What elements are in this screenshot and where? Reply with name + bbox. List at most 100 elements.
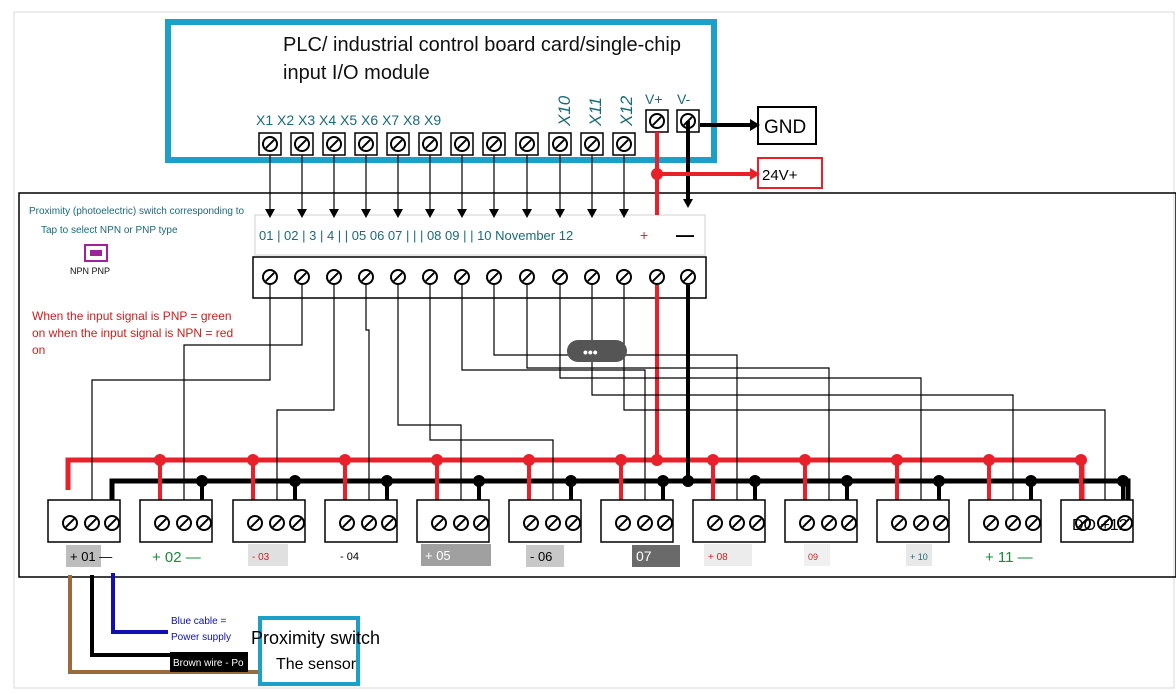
plc-to-board-arrow-3 bbox=[329, 209, 339, 218]
channel-5-label-bg bbox=[421, 544, 491, 566]
v24-arrow bbox=[750, 168, 760, 180]
signal-note-line3: on bbox=[32, 343, 45, 357]
channel-11-screw-1-slot bbox=[986, 518, 996, 528]
signal-wire-9 bbox=[526, 285, 830, 505]
wires bbox=[65, 119, 1131, 520]
sensor-label: The sensor bbox=[276, 656, 357, 673]
gnd-label: GND bbox=[764, 117, 806, 138]
channel-6-label: - 06 bbox=[530, 549, 552, 564]
channel-1-label-bg bbox=[66, 545, 101, 567]
board-terminal-screw-6-slot bbox=[425, 272, 435, 282]
channel-4-label: - 04 bbox=[340, 551, 359, 563]
channel-7-screw-2-slot bbox=[640, 518, 650, 528]
plc-to-board-arrow-2 bbox=[297, 209, 307, 218]
input-strip-label: 01 | 02 | 3 | 4 | | 05 06 07 | | | 08 09… bbox=[259, 228, 573, 243]
channel-4-screw-2-slot bbox=[364, 518, 374, 528]
channel-12-screw-1-slot bbox=[1078, 518, 1088, 528]
plc-to-board-arrow-12 bbox=[619, 209, 629, 218]
plc-to-board-arrow-8 bbox=[489, 209, 499, 218]
board-frame bbox=[18, 192, 1176, 578]
channel-9-label-bg bbox=[804, 544, 830, 566]
board-terminal-screw-1-slot bbox=[265, 272, 275, 282]
channel-9-screw-2-slot bbox=[824, 518, 834, 528]
board-terminal-screw-7-slot bbox=[457, 272, 467, 282]
input-label-strip bbox=[254, 214, 706, 256]
plc-to-board-arrow-5 bbox=[393, 209, 403, 218]
channel-10-screw-3-slot bbox=[936, 518, 946, 528]
v24-label: 24V+ bbox=[762, 167, 798, 184]
channel-6-label-bg bbox=[526, 545, 564, 567]
board-terminal-screw-13-slot bbox=[652, 272, 662, 282]
channel-2-screw-1-slot bbox=[157, 518, 167, 528]
plc-input-x5: X5 bbox=[340, 112, 357, 128]
plc-input-x7: X7 bbox=[382, 112, 399, 128]
plc-input-x9: X9 bbox=[424, 112, 441, 128]
signal-wire-7 bbox=[461, 285, 646, 505]
channel-7-label: 07 bbox=[636, 548, 652, 564]
signal-note-line2: on when the input signal is NPN = red bbox=[32, 326, 233, 340]
channel-11-screw-3-slot bbox=[1028, 518, 1038, 528]
plc-terminal-screw-3-slot bbox=[329, 139, 339, 149]
channel-1-screw-1-slot bbox=[65, 518, 75, 528]
plc-input-labels: X1 X2 X3 X4 X5 X6 X7 X8 X9 X10 X11 X12 bbox=[256, 95, 636, 128]
board-terminal-screw-10-slot bbox=[555, 272, 565, 282]
channel-7-screw-1-slot bbox=[618, 518, 628, 528]
signal-wire-6 bbox=[429, 285, 554, 505]
gnd-arrow bbox=[750, 119, 760, 131]
plc-terminal-screw-6-slot bbox=[425, 139, 435, 149]
channel-11-label: + 11 — bbox=[985, 549, 1033, 566]
plc-input-x12: X12 bbox=[617, 95, 636, 127]
channel-4-screw-1-slot bbox=[342, 518, 352, 528]
plc-terminal-screw-8-slot bbox=[489, 139, 499, 149]
plc-to-board-arrow-10 bbox=[555, 209, 565, 218]
signal-wire-4 bbox=[365, 285, 370, 505]
v24-box bbox=[757, 157, 823, 189]
channel-block-7 bbox=[600, 499, 674, 543]
channel-1-screw-2-slot bbox=[87, 518, 97, 528]
plc-input-x8: X8 bbox=[403, 112, 420, 128]
plc-input-x4: X4 bbox=[319, 112, 336, 128]
board-terminal-screw-14-slot bbox=[683, 272, 693, 282]
channel-12-label: DO +12 bbox=[1072, 517, 1128, 534]
channel-8-label: + 08 bbox=[708, 552, 728, 563]
signal-wire-1 bbox=[91, 285, 271, 505]
brown-wire-label: Brown wire - Po bbox=[173, 658, 244, 669]
plc-title-line2: input I/O module bbox=[283, 62, 430, 84]
channel-11-screw-2-slot bbox=[1008, 518, 1018, 528]
more-options-button[interactable] bbox=[567, 340, 627, 362]
channel-10-screw-1-slot bbox=[894, 518, 904, 528]
channel-10-label-bg bbox=[906, 544, 932, 566]
channel-8-label-bg bbox=[704, 544, 752, 566]
channel-2-screw-2-slot bbox=[179, 518, 189, 528]
board-terminals bbox=[262, 269, 696, 285]
channel-7-label-bg bbox=[632, 545, 680, 567]
channel-10-label: + 10 bbox=[910, 552, 928, 562]
channel-8-screw-2-slot bbox=[732, 518, 742, 528]
plc-terminal-screw-10-slot bbox=[555, 139, 565, 149]
channel-5-screw-2-slot bbox=[456, 518, 466, 528]
plc-terminal-screw-11-slot bbox=[587, 139, 597, 149]
black-feed-junction bbox=[682, 475, 694, 487]
plc-terminal-screw-7-slot bbox=[457, 139, 467, 149]
brown-wire-label-bg bbox=[170, 652, 248, 672]
plc-terminal-screw-12-slot bbox=[619, 139, 629, 149]
strip-plus-sign: + bbox=[640, 227, 648, 243]
channel-5-screw-3-slot bbox=[476, 518, 486, 528]
more-options-dots: ••• bbox=[583, 344, 598, 360]
vminus-arrow bbox=[683, 199, 693, 208]
board-terminal-screw-2-slot bbox=[297, 272, 307, 282]
plc-to-board-arrow-11 bbox=[587, 209, 597, 218]
signal-note-line1: When the input signal is PNP = green bbox=[32, 309, 232, 323]
plc-input-x3: X3 bbox=[298, 112, 315, 128]
plc-input-x2: X2 bbox=[277, 112, 294, 128]
channel-3-label: - 03 bbox=[252, 552, 270, 563]
board-note-line1: Proximity (photoelectric) switch corresp… bbox=[29, 206, 245, 217]
channel-3-label-bg bbox=[248, 544, 288, 566]
blue-cable-line1: Blue cable = bbox=[171, 616, 226, 627]
black-wire bbox=[90, 575, 172, 657]
board-terminal-screw-5-slot bbox=[393, 272, 403, 282]
channel-3-screw-2-slot bbox=[272, 518, 282, 528]
